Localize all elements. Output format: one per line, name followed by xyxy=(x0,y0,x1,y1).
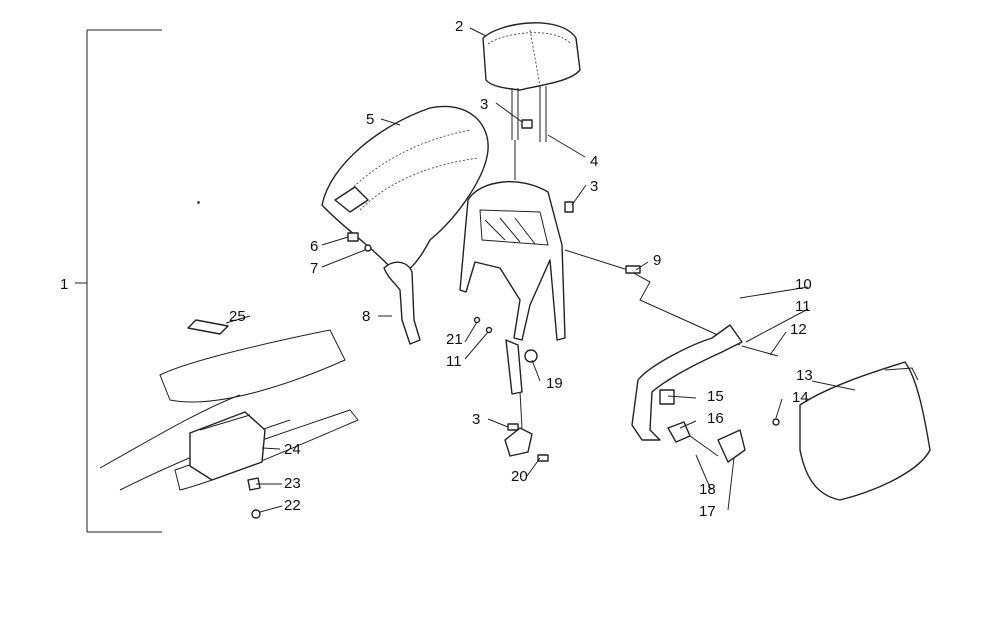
callout-10: 10 xyxy=(795,276,812,293)
callout-16: 16 xyxy=(707,410,724,427)
callout-11: 11 xyxy=(446,353,462,370)
backrest-pad xyxy=(482,22,581,180)
callout-3: 3 xyxy=(480,96,488,113)
callout-9: 9 xyxy=(653,252,661,269)
callout-13: 13 xyxy=(796,367,813,384)
backrest-frame xyxy=(459,181,566,341)
callout-labels: 1 2 3 3 3 4 5 6 7 8 9 10 11 11 12 13 14 … xyxy=(60,18,813,520)
grab-handle xyxy=(631,324,779,463)
callout-2: 2 xyxy=(455,18,463,35)
callout-14: 14 xyxy=(792,389,809,406)
storage-box xyxy=(99,201,359,519)
side-bag xyxy=(772,361,931,501)
callout-18: 18 xyxy=(699,481,716,498)
assembly-bracket xyxy=(75,29,162,533)
seat-bracket xyxy=(383,261,421,345)
callout-19: 19 xyxy=(546,375,563,392)
callout-12: 12 xyxy=(790,321,807,338)
callout-5: 5 xyxy=(366,111,374,128)
callout-3: 3 xyxy=(590,178,598,195)
backrest-cable xyxy=(564,249,741,346)
callout-21: 21 xyxy=(446,331,463,348)
callout-11: 11 xyxy=(795,298,811,315)
callout-15: 15 xyxy=(707,388,724,405)
callout-23: 23 xyxy=(284,475,301,492)
callout-8: 8 xyxy=(362,308,370,325)
callout-24: 24 xyxy=(284,441,301,458)
callout-17: 17 xyxy=(699,503,716,520)
leader-lines xyxy=(225,27,856,513)
callout-25: 25 xyxy=(229,308,246,325)
callout-7: 7 xyxy=(310,260,318,277)
mount-hardware xyxy=(473,119,574,462)
callout-1: 1 xyxy=(60,276,68,293)
callout-4: 4 xyxy=(590,153,598,170)
callout-6: 6 xyxy=(310,238,318,255)
callout-20: 20 xyxy=(511,468,528,485)
callout-22: 22 xyxy=(284,497,301,514)
callout-3: 3 xyxy=(472,411,480,428)
